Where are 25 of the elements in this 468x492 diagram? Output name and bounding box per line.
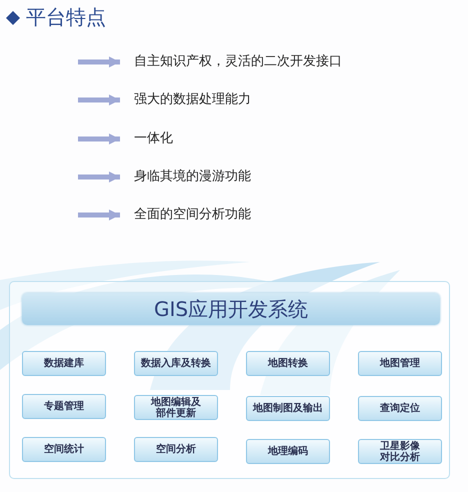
module-box: 查询定位 [358,396,442,421]
arrow [78,134,120,144]
module-box: 专题管理 [22,394,106,419]
module-box: 地图管理 [358,351,442,376]
module-box: 空间统计 [22,437,106,462]
arrow [78,172,120,182]
module-box: 地图制图及输出 [246,396,330,421]
arrow [78,94,120,106]
module-box: 卫星影像对比分析 [358,439,442,464]
feature-text: 身临其境的漫游功能 [134,168,334,186]
arrow [78,210,120,220]
feature-text: 自主知识产权，灵活的二次开发接口 [134,53,394,71]
module-box: 数据入库及转换 [134,351,218,376]
header-bar: GIS应用开发系统 [22,293,440,325]
module-box: 地理编码 [246,439,330,464]
feature-text: 全面的空间分析功能 [134,206,334,224]
module-box: 地图转换 [246,351,330,376]
module-box: 空间分析 [134,437,218,462]
arrow [78,56,120,68]
title: 平台特点 [26,4,106,31]
system-panel [9,281,450,479]
module-box: 数据建库 [22,351,106,376]
feature-text: 强大的数据处理能力 [134,91,334,109]
module-box: 地图编辑及部件更新 [134,395,218,420]
feature-text: 一体化 [134,130,334,148]
